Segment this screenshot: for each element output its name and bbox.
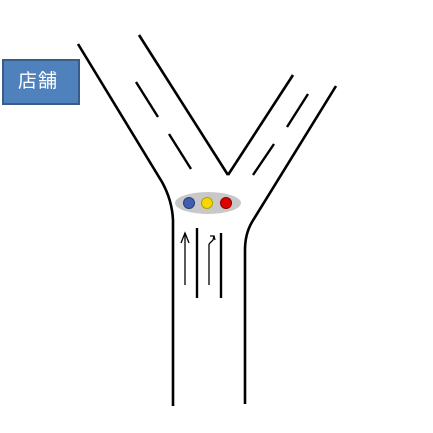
traffic-light: [175, 192, 241, 214]
lane-marking: [252, 143, 275, 176]
branch-inner-edge-left: [137, 34, 230, 176]
yellow-lamp: [201, 197, 213, 209]
lane-marking: [134, 81, 160, 118]
store-label-text: 店舗: [18, 70, 59, 92]
blue-lamp: [183, 197, 195, 209]
store-label: 店舗: [2, 59, 80, 105]
road-edge-left: [76, 43, 175, 406]
red-lamp: [220, 197, 232, 209]
lane-marking: [285, 93, 310, 128]
straight-right-arrow-icon: [208, 235, 216, 285]
straight-arrow-icon: [180, 231, 190, 285]
lane-marking: [167, 133, 193, 170]
branch-inner-edge-right: [226, 74, 295, 176]
road-edge-right: [243, 85, 338, 404]
